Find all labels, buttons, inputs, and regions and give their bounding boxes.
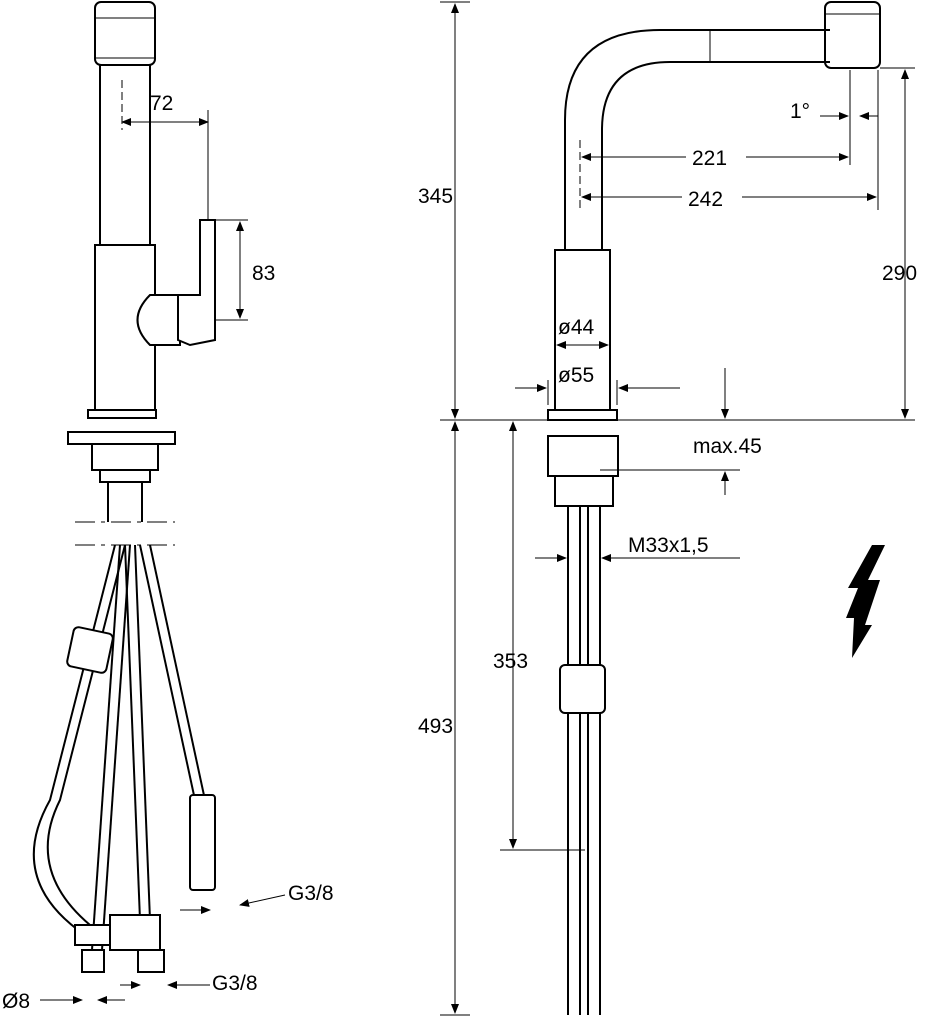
dim-reach-1: 221 <box>692 147 727 170</box>
front-view-faucet <box>32 1 216 973</box>
side-view-dimensions: 345 493 353 290 221 242 1° ø44 ø55 max.4… <box>418 1 917 1016</box>
dim-hose-diameter: Ø8 <box>2 990 30 1013</box>
dim-spout-height: 290 <box>882 262 917 285</box>
dim-lever-height: 83 <box>252 262 275 285</box>
dim-reach-2: 242 <box>688 188 723 211</box>
dim-thread: M33x1,5 <box>628 534 709 557</box>
side-view-faucet <box>547 1 881 1015</box>
dim-shank-length: 353 <box>493 650 528 673</box>
dim-below-counter: 493 <box>418 715 453 738</box>
dim-spray-angle: 1° <box>790 100 810 123</box>
dim-body-diameter: ø44 <box>558 316 595 339</box>
dim-height-above-counter: 345 <box>418 185 453 208</box>
dim-connection-2: G3/8 <box>212 972 258 995</box>
electrical-hazard-icon <box>846 545 885 658</box>
dim-lever-offset: 72 <box>150 92 173 115</box>
front-view-dimensions: 72 83 G3/8 G3/8 Ø8 <box>2 80 334 1013</box>
dim-connection-1: G3/8 <box>288 882 334 905</box>
dim-max-counter-thickness: max.45 <box>693 435 762 458</box>
dim-base-diameter: ø55 <box>558 364 594 387</box>
